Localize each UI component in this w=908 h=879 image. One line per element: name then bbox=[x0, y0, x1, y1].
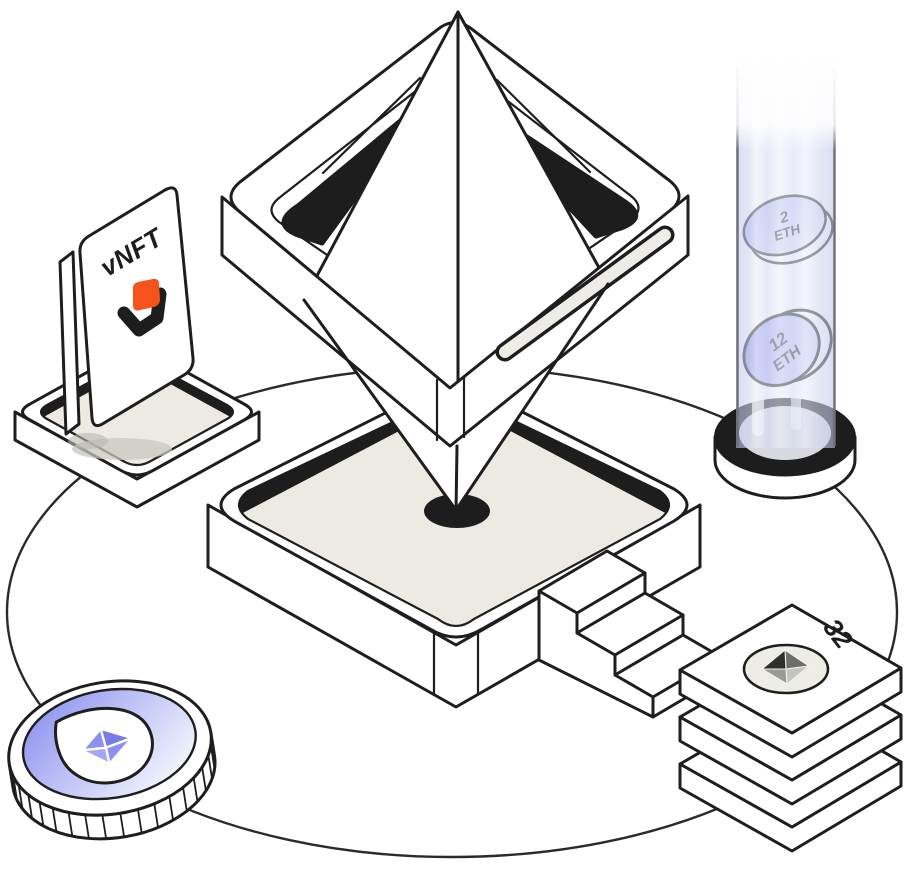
coin-ribs bbox=[12, 743, 216, 839]
vnft-card: vNFT bbox=[58, 186, 195, 436]
eth-tube: 2 ETH 12 ETH bbox=[713, 50, 857, 500]
drop-logo-icon bbox=[53, 706, 154, 785]
drop-coin bbox=[7, 679, 217, 841]
check-logo-icon bbox=[117, 278, 167, 337]
eth-glyph-icon bbox=[761, 649, 810, 685]
validator-stack: 32 bbox=[678, 603, 903, 853]
diamond-and-frame bbox=[220, 10, 690, 514]
frame-slot bbox=[495, 225, 675, 362]
platform-inner-shadow bbox=[239, 394, 669, 518]
